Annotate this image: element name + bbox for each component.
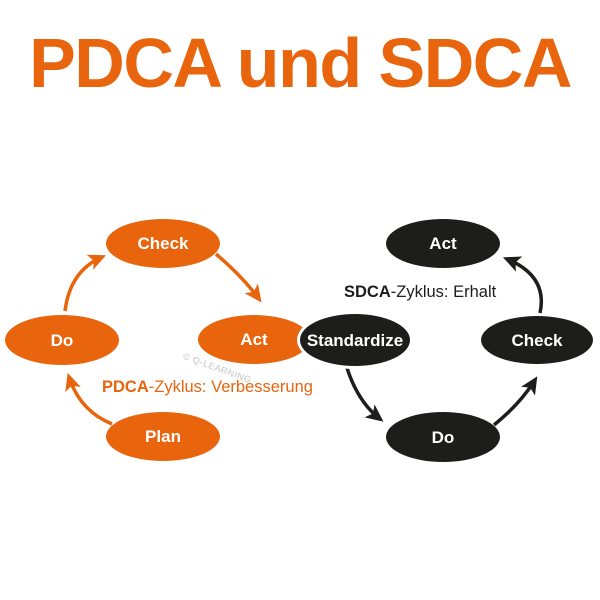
sdca-cycle-caption: SDCA-Zyklus: Erhalt [344,283,496,301]
pdca-cycle-caption: PDCA-Zyklus: Verbesserung [102,378,313,396]
sdca-node-do: Do [386,412,500,462]
sdca-node-standardize: Standardize [297,311,413,369]
sdca-caption-rest: -Zyklus: Erhalt [390,283,497,301]
sdca-arrow-check-to-act [502,256,543,314]
pdca-node-act: Act [198,315,310,364]
sdca-node-check-label: Check [511,330,563,350]
page-title: PDCA und SDCA [29,24,572,102]
pdca-arrow-check-to-act [214,252,262,303]
pdca-caption-bold: PDCA [102,378,149,396]
sdca-arrow-standardize-to-do [345,367,384,422]
pdca-node-do-label: Do [50,330,74,350]
sdca-node-act-label: Act [429,234,457,253]
sdca-arrow-do-to-check [492,376,538,427]
sdca-node-act: Act [386,219,500,268]
pdca-caption-rest: -Zyklus: Verbesserung [148,378,313,396]
pdca-node-plan-label: Plan [145,427,181,446]
sdca-caption-bold: SDCA [344,283,391,301]
pdca-node-do: Do [5,315,119,365]
pdca-node-act-label: Act [240,330,268,349]
pdca-node-check-label: Check [137,234,189,253]
sdca-node-standardize-label: Standardize [306,330,404,350]
sdca-node-check: Check [481,316,593,364]
pdca-node-check: Check [106,219,220,268]
sdca-node-do-label: Do [431,427,455,447]
pdca-arrow-do-to-check [63,254,107,312]
pdca-node-plan: Plan [106,412,220,461]
